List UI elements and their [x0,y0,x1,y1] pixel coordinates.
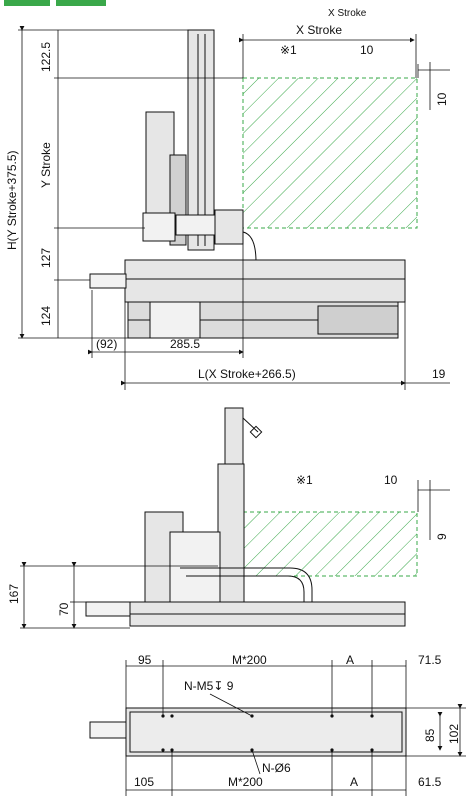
view1-x-stroke: X Stroke [296,23,342,37]
motor-block [145,111,175,223]
view3-tap-note: N-M5↧ 9 [184,679,234,693]
corner-tab-2 [56,0,106,6]
view1-ten-right: 10 [435,92,449,106]
view2-nine: 9 [435,533,449,540]
view3-a-bottom: A [350,775,358,789]
view1-h-total: H(Y Stroke+375.5) [5,150,19,250]
view3-d-85: 85 [423,728,437,742]
stroke-area-1 [242,77,418,229]
view1-d-19: 19 [432,367,446,381]
view3-d-95: 95 [138,653,152,667]
view3-m200-bottom: M*200 [228,775,263,789]
front-view [89,29,418,339]
x-axis-body [124,259,406,303]
view1-d-127: 127 [39,248,53,268]
side-view [85,407,418,627]
view2-d-70: 70 [57,602,71,616]
y-axis-column [187,29,215,251]
view1-y-stroke: Y Stroke [39,142,53,188]
view2-note: ※1 [296,473,313,487]
view3-a-top: A [346,653,354,667]
view1-d-122-5: 122.5 [39,42,53,72]
view1-d-124: 124 [39,306,53,326]
view1-note: ※1 [280,43,297,57]
view2-d-167: 167 [7,584,21,604]
view1-ten-top: 10 [360,43,374,57]
view1-d-285-5: 285.5 [170,337,200,351]
view1-d-92: (92) [96,337,117,351]
top-view [89,707,407,757]
carriage-plate [142,212,176,242]
view3-d-105: 105 [134,775,154,789]
view3-hole-note: N-Ø6 [262,761,291,775]
view3-m200-top: M*200 [232,653,267,667]
view1-top-label: X Stroke [328,8,367,19]
view1-l-total: L(X Stroke+266.5) [198,367,296,381]
stroke-area-2 [242,511,418,577]
corner-tab-1 [4,0,50,6]
view3-d-61-5: 61.5 [418,775,442,789]
view3-d-102: 102 [447,724,461,744]
view2-ten: 10 [384,473,398,487]
sensor-block [214,209,244,245]
view3-d-71-5: 71.5 [418,653,442,667]
